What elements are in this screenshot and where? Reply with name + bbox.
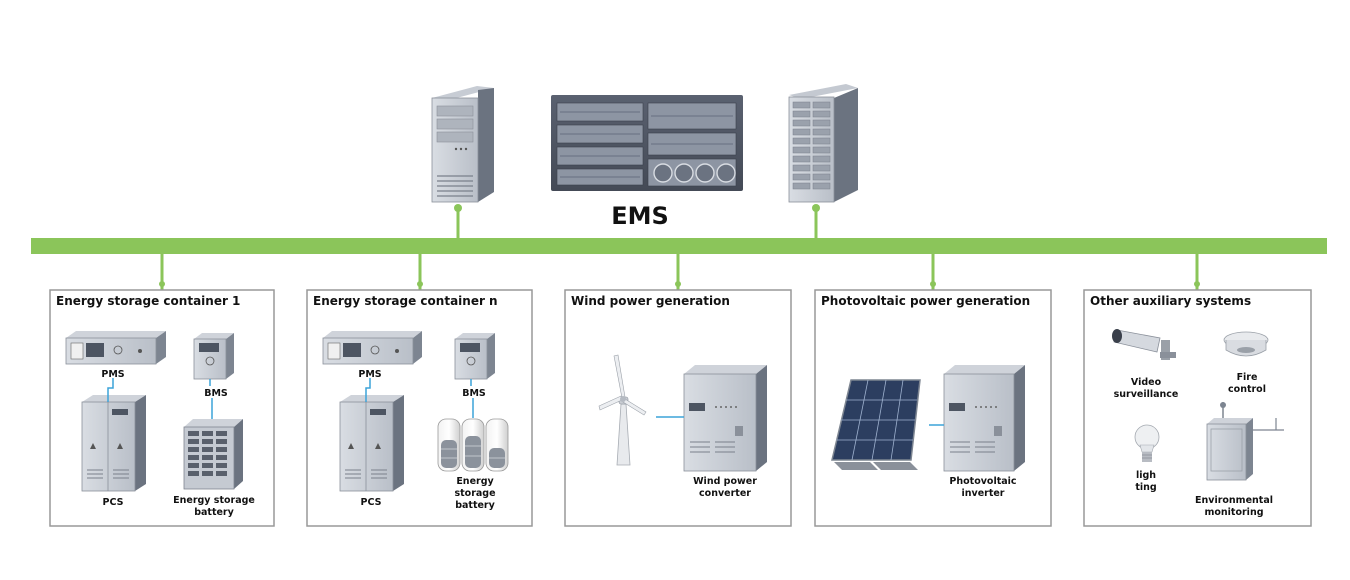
video-label-line1: Video bbox=[1131, 377, 1162, 388]
storage-array-icon bbox=[788, 84, 858, 203]
ems-connector-dots bbox=[454, 204, 820, 212]
pms-label: PMS bbox=[358, 369, 381, 380]
battery-label-line2: storage bbox=[454, 488, 495, 499]
panel-container1-box bbox=[49, 289, 275, 527]
light-bulb-icon bbox=[1134, 424, 1160, 462]
inverter-label-line1: Photovoltaic bbox=[949, 476, 1016, 487]
weather-station-icon bbox=[1206, 402, 1284, 481]
rack-server-icon bbox=[551, 95, 743, 191]
panel-containerN-box bbox=[306, 289, 533, 527]
panel-wind-title: Wind power generation bbox=[571, 294, 730, 308]
ems-connectors bbox=[456, 208, 818, 238]
smoke-detector-icon bbox=[1223, 331, 1269, 357]
converter-label-line2: converter bbox=[699, 488, 751, 499]
battery-cells-icon bbox=[437, 418, 509, 472]
pms-label: PMS bbox=[101, 369, 124, 380]
env-label-line2: monitoring bbox=[1204, 507, 1263, 518]
video-label-line2: surveillance bbox=[1114, 389, 1179, 400]
inverter-label-line2: inverter bbox=[961, 488, 1004, 499]
pcs-cabinet-icon bbox=[339, 395, 404, 492]
battery-label-line2: battery bbox=[194, 507, 234, 518]
battery-rack-icon bbox=[183, 419, 243, 490]
battery-label-line3: battery bbox=[455, 500, 495, 511]
battery-label-line1: Energy bbox=[456, 476, 494, 487]
converter-cabinet-icon bbox=[943, 365, 1025, 472]
panel-aux-title: Other auxiliary systems bbox=[1090, 294, 1251, 308]
converter-cabinet-icon bbox=[683, 365, 767, 472]
pcs-cabinet-icon bbox=[81, 395, 146, 492]
containerN-links bbox=[365, 378, 474, 418]
battery-label-line1: Energy storage bbox=[173, 495, 255, 506]
bms-label: BMS bbox=[204, 388, 228, 399]
bms-unit-icon bbox=[454, 333, 495, 380]
container1-links bbox=[107, 378, 213, 419]
fire-label-line1: Fire bbox=[1237, 372, 1258, 383]
pcs-label: PCS bbox=[103, 497, 124, 508]
cctv-camera-icon bbox=[1112, 329, 1176, 360]
converter-label-line1: Wind power bbox=[693, 476, 757, 487]
panel-pv-title: Photovoltaic power generation bbox=[821, 294, 1030, 308]
panel-containerN-title: Energy storage container n bbox=[313, 294, 498, 308]
pms-unit-icon bbox=[322, 331, 422, 365]
solar-panel-icon bbox=[831, 379, 921, 470]
panel-container1-title: Energy storage container 1 bbox=[56, 294, 240, 308]
lighting-label-line1: ligh bbox=[1136, 470, 1156, 481]
pms-unit-icon bbox=[65, 331, 166, 365]
ems-title: EMS bbox=[611, 202, 669, 230]
bms-label: BMS bbox=[462, 388, 486, 399]
bus-bar bbox=[31, 238, 1327, 254]
env-label-line1: Environmental bbox=[1195, 495, 1273, 506]
bms-unit-icon bbox=[193, 333, 234, 380]
fire-label-line2: control bbox=[1228, 384, 1266, 395]
panel-wind-box bbox=[564, 289, 792, 527]
panel-aux-box bbox=[1083, 289, 1312, 527]
panel-pv-box bbox=[814, 289, 1052, 527]
lighting-label-line2: ting bbox=[1135, 482, 1156, 493]
tower-server-icon bbox=[431, 86, 494, 203]
wind-turbine-icon bbox=[598, 354, 647, 466]
pcs-label: PCS bbox=[361, 497, 382, 508]
